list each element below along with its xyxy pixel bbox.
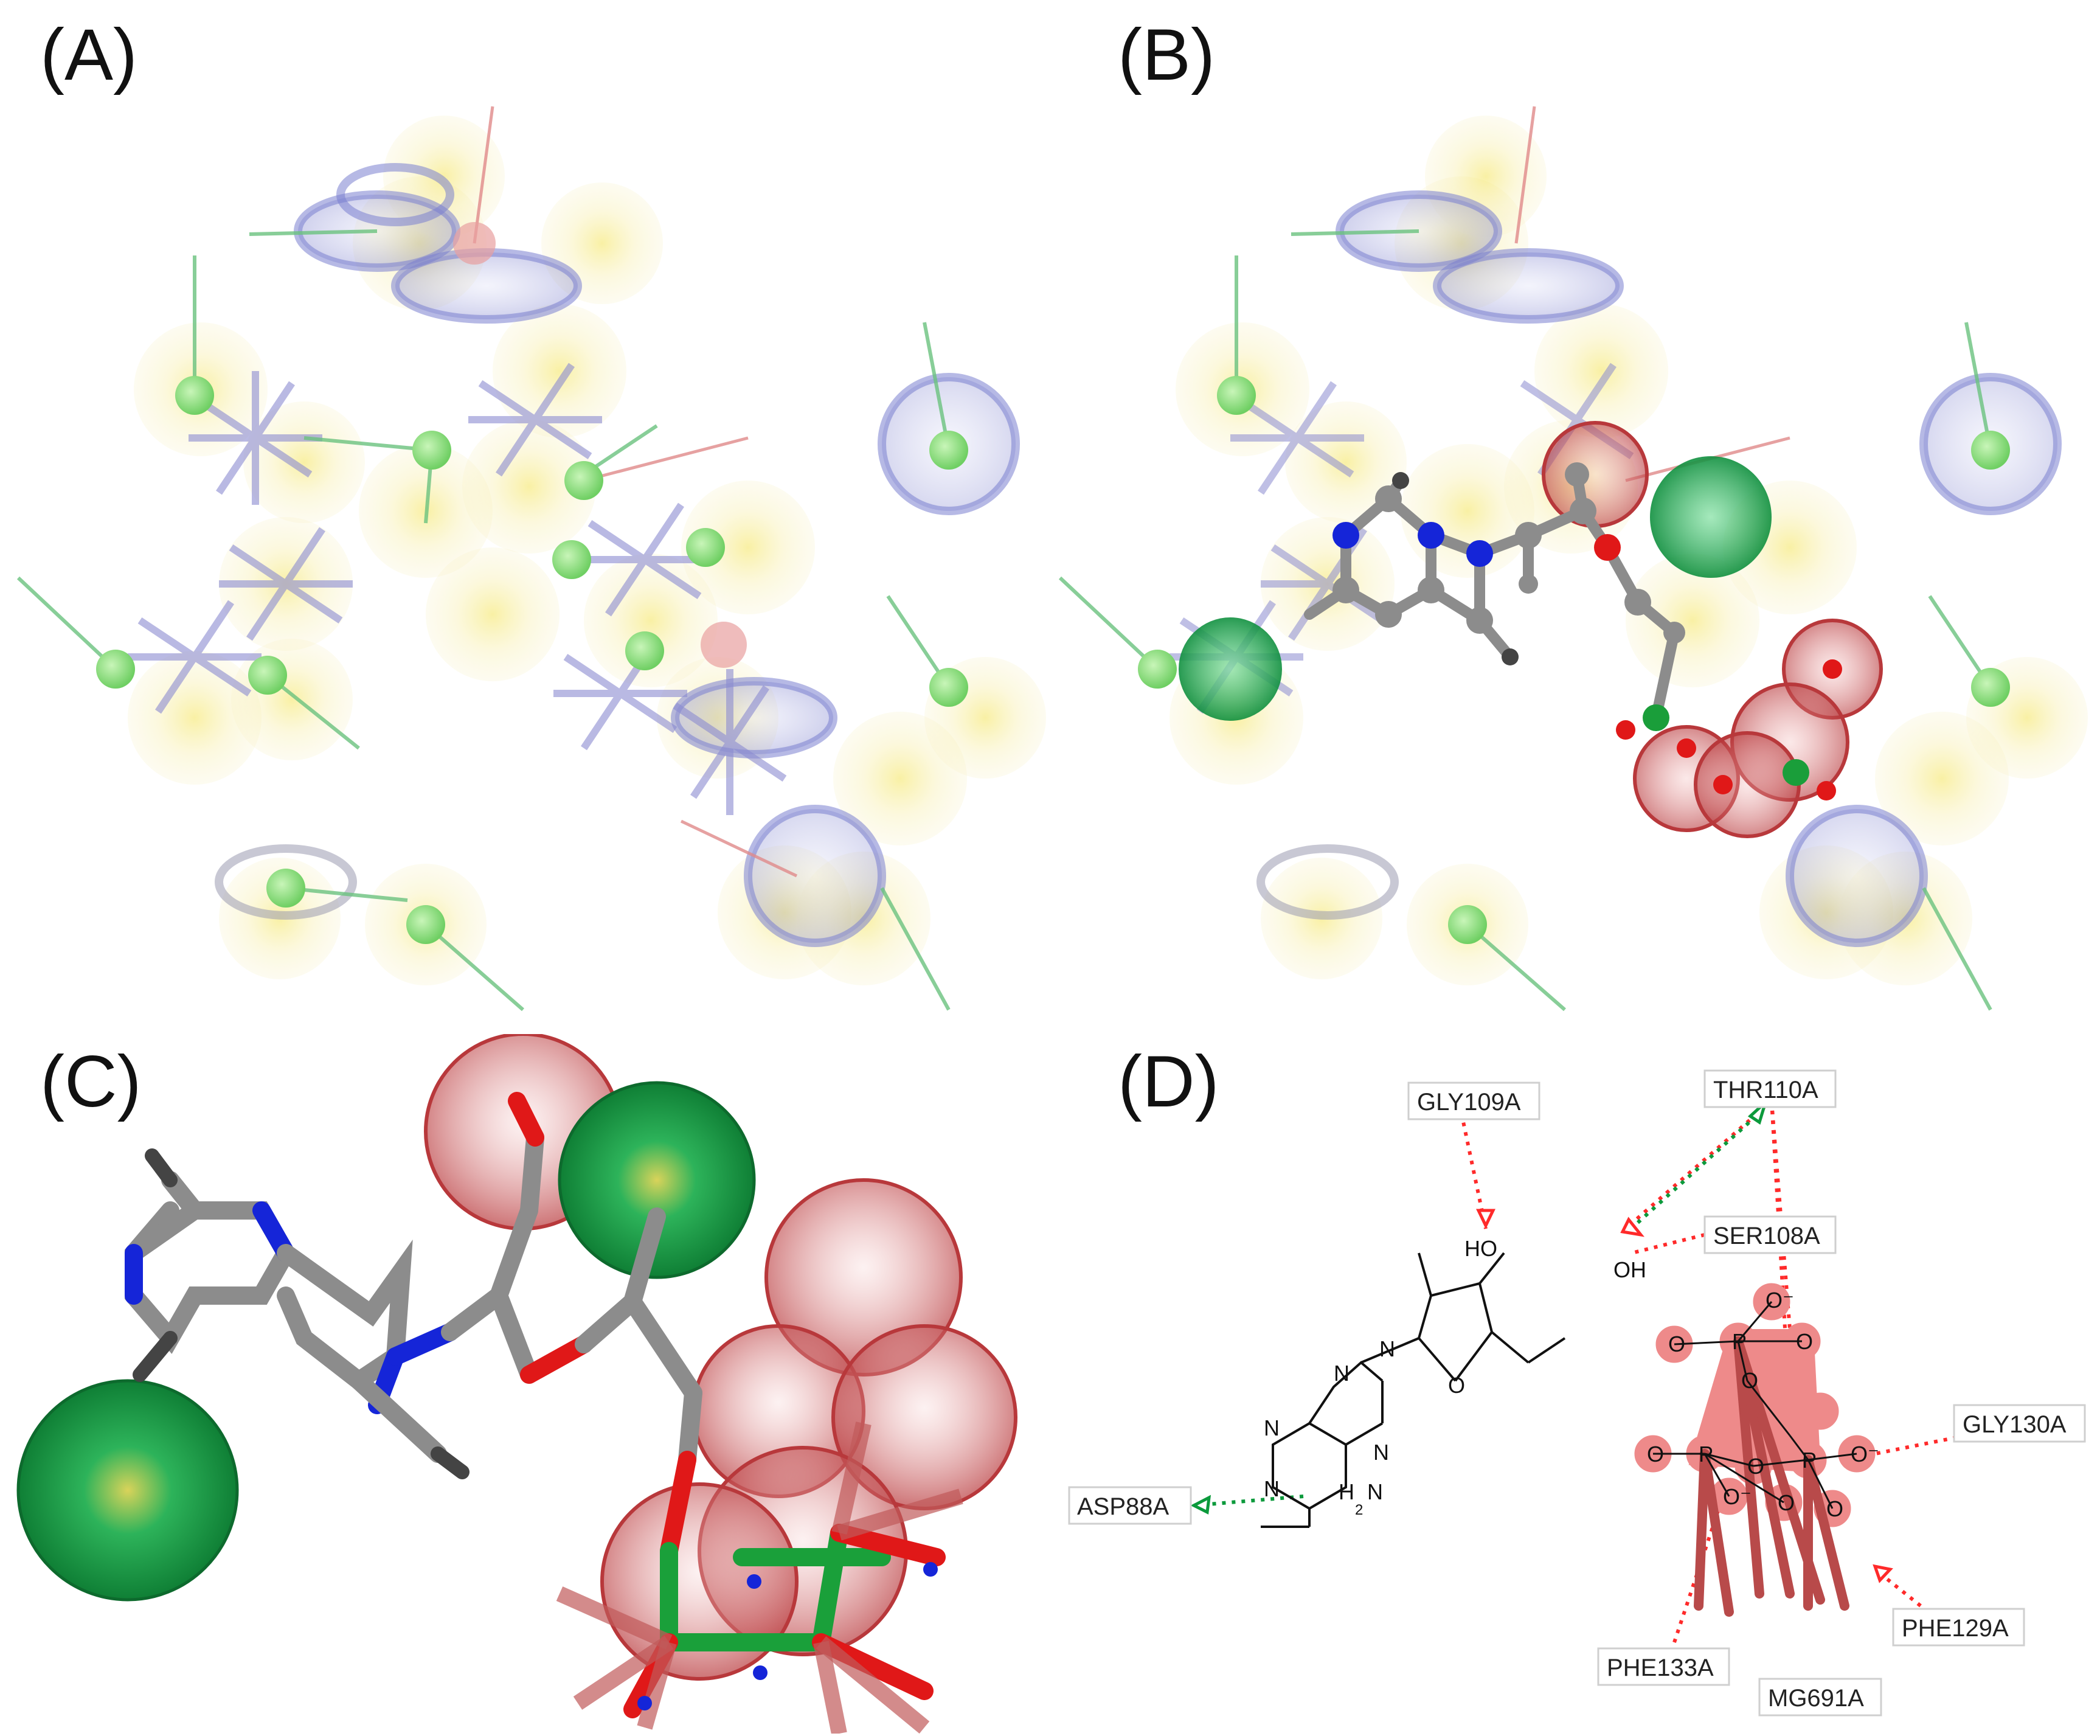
svg-text:THR110A: THR110A	[1713, 1077, 1818, 1103]
phosphate-spikes	[556, 1422, 963, 1734]
residue-label-mg691: MG691A	[1758, 1678, 1882, 1717]
svg-text:O: O	[1741, 1368, 1758, 1393]
svg-text:N: N	[1264, 1415, 1280, 1440]
panel-b-pharmacophore-with-ligand	[1058, 106, 2088, 1012]
residue-label-gly109: GLY109A	[1407, 1082, 1540, 1120]
phosphate-bonds	[1653, 1301, 1857, 1509]
negative-points	[453, 222, 747, 668]
svg-text:O: O	[1778, 1490, 1795, 1515]
stick-bonds	[125, 1092, 946, 1718]
svg-text:O: O	[1747, 1454, 1764, 1479]
acceptor-points	[1138, 376, 2010, 944]
residue-label-thr110: THR110A	[1703, 1069, 1837, 1108]
svg-text:MG691A: MG691A	[1768, 1685, 1864, 1712]
panel-d-2d-interaction-diagram: HO OH O N N N N N H 2 N O P O⁻ O O O P O…	[1068, 1069, 2086, 1717]
panel-d-label: (D)	[1118, 1041, 1219, 1122]
svg-text:O⁻: O⁻	[1723, 1484, 1752, 1509]
projection-bursts	[128, 363, 787, 815]
svg-text:O: O	[1647, 1442, 1664, 1467]
ligand-atoms	[1332, 462, 1842, 800]
adenosine-skeleton	[1261, 1252, 1566, 1528]
svg-text:O: O	[1796, 1329, 1813, 1354]
panel-c-label: (C)	[40, 1041, 142, 1122]
tail-sticks	[133, 1148, 470, 1479]
svg-text:OH: OH	[1613, 1257, 1646, 1282]
svg-text:O⁻: O⁻	[1851, 1442, 1879, 1467]
panel-a-label: (A)	[40, 14, 137, 95]
phosphate-atoms	[637, 1562, 938, 1710]
atom-labels: HO OH O N N N N N H 2 N O P O⁻ O O O P O…	[1264, 1236, 1879, 1521]
svg-text:SER108A: SER108A	[1713, 1223, 1820, 1249]
residue-label-gly130: GLY130A	[1953, 1404, 2086, 1443]
svg-text:GLY109A: GLY109A	[1417, 1089, 1521, 1116]
svg-text:O: O	[1826, 1496, 1843, 1521]
phosphate-fan-sticks	[1694, 1336, 1849, 1617]
residue-label-phe129: PHE129A	[1892, 1608, 2025, 1647]
svg-text:PHE133A: PHE133A	[1607, 1654, 1714, 1681]
residue-label-phe133: PHE133A	[1597, 1647, 1730, 1686]
svg-text:P: P	[1802, 1448, 1817, 1473]
svg-text:O: O	[1668, 1332, 1685, 1356]
svg-text:GLY130A: GLY130A	[1963, 1411, 2067, 1438]
donor-spheres	[1179, 456, 1772, 721]
donor-spheres	[16, 1081, 756, 1602]
svg-text:PHE129A: PHE129A	[1902, 1615, 2009, 1642]
acceptor-points	[96, 376, 968, 944]
svg-text:P: P	[1732, 1329, 1747, 1354]
panel-a-pharmacophore	[16, 106, 1046, 1012]
aromatic-rings	[1256, 190, 2062, 947]
svg-text:O: O	[1448, 1373, 1465, 1398]
svg-text:N: N	[1379, 1336, 1395, 1361]
residue-label-ser108: SER108A	[1703, 1215, 1837, 1254]
donor-interaction-lines	[1193, 1111, 1761, 1507]
svg-text:2: 2	[1355, 1502, 1363, 1518]
negative-ionizable-shells	[1542, 421, 1883, 838]
hydrophobic-spheres	[1170, 116, 2088, 985]
panel-c-ligand-stick-model	[16, 1034, 1017, 1734]
negative-vectors	[473, 106, 798, 878]
svg-text:H: H	[1339, 1479, 1354, 1504]
svg-text:O⁻: O⁻	[1766, 1288, 1794, 1313]
svg-text:ASP88A: ASP88A	[1077, 1493, 1170, 1520]
svg-text:HO: HO	[1464, 1236, 1497, 1261]
svg-text:N: N	[1334, 1361, 1350, 1386]
residue-label-asp88: ASP88A	[1068, 1486, 1192, 1525]
svg-text:P: P	[1699, 1442, 1713, 1467]
svg-text:N: N	[1264, 1476, 1280, 1501]
panel-b-label: (B)	[1118, 14, 1215, 95]
svg-text:N: N	[1373, 1440, 1389, 1465]
svg-text:N: N	[1367, 1479, 1383, 1504]
acceptor-interaction-lines	[1460, 1099, 1967, 1643]
